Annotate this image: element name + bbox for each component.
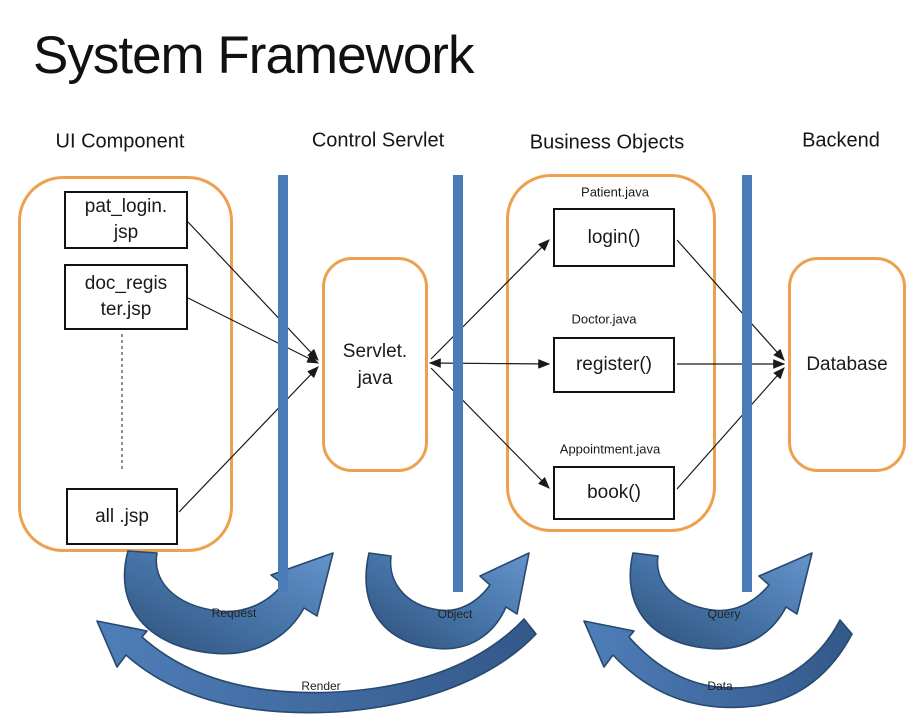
- database-label: Database: [806, 354, 888, 375]
- patient-java-label: Patient.java: [581, 184, 649, 200]
- request-flow-arrow: [123, 550, 334, 655]
- column-header-ui-component: UI Component: [55, 130, 185, 153]
- render-flow-arrow: [96, 618, 537, 714]
- data-flow-label: Data: [707, 679, 733, 693]
- connector-doc-register-to-servlet: [187, 297, 320, 364]
- object-flow-label: Object: [437, 607, 473, 621]
- request-flow-label: Request: [211, 606, 257, 620]
- column-header-control-servlet: Control Servlet: [311, 129, 445, 152]
- pat-login-jsp-box: pat_login. jsp: [64, 191, 188, 249]
- data-flow-arrow: [583, 619, 853, 709]
- separator-bar-control-business: [453, 175, 463, 592]
- object-flow-arrow: [365, 552, 530, 650]
- doc-register-jsp-box: doc_regis ter.jsp: [64, 264, 188, 330]
- column-header-business-objects: Business Objects: [529, 131, 685, 154]
- register-method-box: register(): [553, 337, 675, 393]
- appointment-java-label: Appointment.java: [559, 441, 661, 457]
- separator-bar-ui-control: [278, 175, 288, 592]
- connector-servlet-to-book: [430, 367, 550, 489]
- connector-book-to-database: [676, 367, 785, 490]
- database-node: Database: [788, 257, 906, 472]
- page-title: System Framework: [33, 26, 474, 85]
- login-method-box: login(): [553, 208, 675, 267]
- render-flow-label: Render: [301, 679, 341, 693]
- book-method-box: book(): [553, 466, 675, 520]
- query-flow-label: Query: [707, 607, 741, 621]
- connector-pat-login-to-servlet: [187, 221, 319, 361]
- ui-component-container: [18, 176, 233, 552]
- column-header-backend: Backend: [802, 129, 880, 152]
- query-flow-arrow: [629, 552, 813, 650]
- connector-servlet-register-bidirectional: [428, 358, 551, 369]
- servlet-java-node: Servlet. java: [322, 257, 428, 472]
- separator-bar-business-backend: [742, 175, 752, 592]
- doctor-java-label: Doctor.java: [571, 311, 637, 327]
- connector-servlet-to-login: [430, 239, 550, 360]
- servlet-java-label: Servlet. java: [342, 340, 408, 389]
- business-objects-container: [506, 174, 716, 532]
- connector-login-to-database: [676, 239, 785, 361]
- all-jsp-box: all .jsp: [66, 488, 178, 545]
- connector-all-jsp-to-servlet: [178, 366, 319, 513]
